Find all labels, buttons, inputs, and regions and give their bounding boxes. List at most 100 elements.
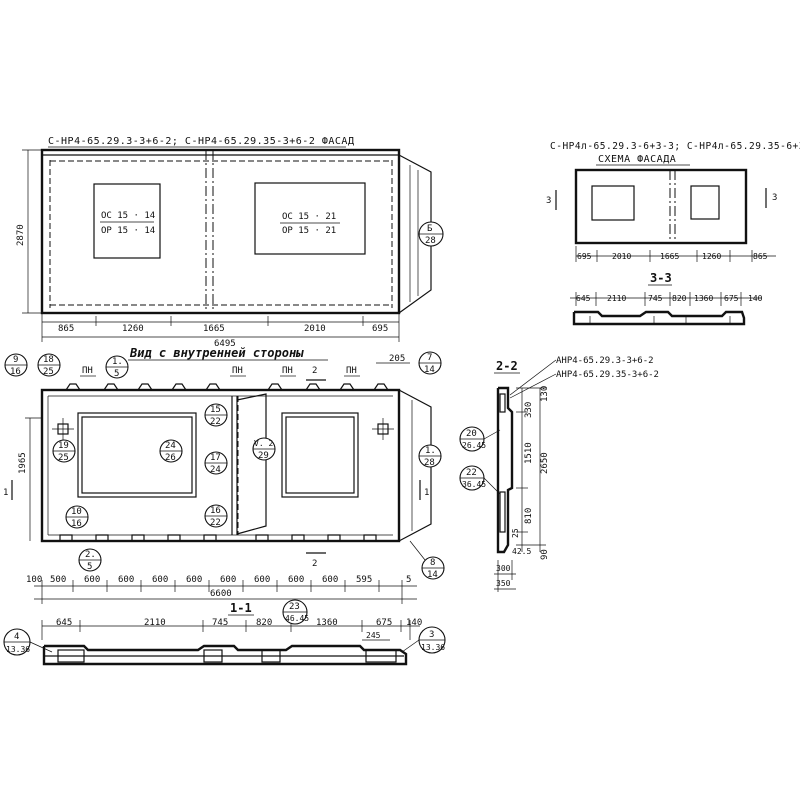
facade-panel-outline: [40, 148, 401, 315]
inner-window-1: [77, 412, 197, 498]
scheme-dim-2: 1665: [660, 252, 679, 261]
facade-dim-4: 695: [372, 324, 388, 334]
svg-text:7: 7: [427, 353, 432, 363]
s33-dim-1: 2110: [607, 294, 626, 303]
inner-pn-3: ПН: [282, 366, 293, 376]
s22-dim-425: 42.5: [512, 547, 531, 556]
inner-cut-2-bot: 2: [312, 559, 317, 569]
facade-window-1-top: ОС 15 · 14: [101, 211, 155, 221]
inner-pn-4: ПН: [346, 366, 357, 376]
inner-cut-1-right: 1: [424, 488, 429, 498]
scheme-window-2: [690, 185, 720, 220]
scheme-window-1: [591, 185, 635, 221]
facade-dim-3: 2010: [304, 324, 326, 334]
s11-end-left: [57, 649, 85, 663]
svg-text:15: 15: [210, 405, 221, 415]
inner-dim-11: 5: [406, 575, 411, 585]
section22-note2: АНР4-65.29.35-3+6-2: [556, 370, 659, 380]
callout-15-22: 15 22: [204, 403, 228, 427]
callout-8-14: 8 14: [421, 556, 445, 580]
callout-v2-29: V. 2 29: [252, 437, 276, 461]
section22-label: 2-2: [496, 359, 518, 373]
svg-text:1.: 1.: [112, 357, 123, 367]
svg-text:14: 14: [427, 570, 438, 580]
inner-pn-1: ПН: [82, 366, 93, 376]
svg-text:13.36: 13.36: [421, 643, 445, 652]
callout-16-22: 16 22: [204, 504, 228, 528]
s33-dim-2: 745: [648, 294, 663, 303]
scheme-cut-right: 3: [772, 193, 777, 203]
svg-text:1.: 1.: [425, 446, 436, 456]
s22-dim-300: 300: [496, 564, 511, 573]
s11-dim-6: 140: [406, 618, 422, 628]
callout-2-5: 2. 5: [78, 548, 102, 572]
callout-23-46-45: 23 46.45: [282, 599, 309, 625]
svg-text:26.45: 26.45: [462, 441, 486, 450]
svg-text:24: 24: [210, 465, 221, 475]
facade-window-1-bot: ОР 15 · 14: [101, 226, 155, 236]
callout-19-25: 19 25: [52, 439, 76, 463]
s33-dim-5: 675: [724, 294, 739, 303]
inner-pn-2: ПН: [232, 366, 243, 376]
section33-label: 3-3: [650, 271, 672, 285]
svg-text:26: 26: [165, 453, 176, 463]
callout-1-5: 1. 5: [105, 355, 129, 379]
inner-dim-ticks: [41, 580, 403, 604]
svg-text:28: 28: [424, 458, 435, 468]
inner-dim-5: 600: [186, 575, 202, 585]
inner-dim-8: 600: [288, 575, 304, 585]
s11-dim-ticks: [41, 620, 411, 640]
facade-window-2: [254, 182, 366, 255]
section-1-1: 1-1 645 2110 745 820 1360 675 140 245: [3, 599, 446, 666]
s22-dim-1510: 1510: [524, 442, 534, 464]
svg-text:22: 22: [210, 518, 221, 528]
inner-dim-6: 600: [220, 575, 236, 585]
svg-text:17: 17: [210, 453, 221, 463]
scheme-dim-0: 695: [577, 252, 592, 261]
scheme-dim-3: 1260: [702, 252, 721, 261]
scheme-subtitle: СХЕМА ФАСАДА: [598, 154, 676, 165]
callout-20-26-45: 20 26.45: [459, 426, 501, 452]
svg-text:10: 10: [71, 507, 82, 517]
facade-dim-1: 1260: [122, 324, 144, 334]
inner-cut-2-top: 2: [312, 366, 317, 376]
facade-height-dim: 2870: [16, 224, 26, 246]
section11-label: 1-1: [230, 601, 252, 615]
s33-dim-3: 820: [672, 294, 687, 303]
s22-dim-350: 350: [496, 579, 511, 588]
inner-dim-2: 600: [84, 575, 100, 585]
s22-dim-2650: 2650: [540, 452, 550, 474]
s22-profile: [496, 386, 514, 554]
svg-text:25: 25: [43, 367, 54, 377]
facade-ref-bot: 28: [425, 236, 436, 246]
s11-dim-3: 820: [256, 618, 272, 628]
svg-text:46.45: 46.45: [285, 614, 309, 623]
callout-18-25: 18 25: [37, 353, 61, 377]
svg-text:3: 3: [429, 630, 434, 640]
facade-window-2-bot: ОР 15 · 21: [282, 226, 336, 236]
inner-dim-1965: 1965: [18, 452, 28, 474]
facade-window-1: [93, 183, 161, 259]
svg-text:14: 14: [424, 365, 435, 375]
inner-panel-outline: [40, 388, 401, 543]
section-2-2: 2-2 АНР4-65.29.3-3+6-2 АНР4-65.29.35-3+6…: [459, 356, 659, 592]
svg-text:V. 2: V. 2: [254, 439, 273, 448]
callout-4-13-36: 4 13.36: [3, 628, 53, 656]
s22-dim-130: 130: [540, 386, 550, 402]
facade-dim-0: 865: [58, 324, 74, 334]
inner-dim-4: 600: [152, 575, 168, 585]
s33-profile: [572, 310, 746, 326]
facade-ref-top: Б: [427, 224, 432, 234]
inner-dim-0: 100: [26, 575, 42, 585]
inner-total-dim: 6600: [210, 589, 232, 599]
inner-top-loops: [65, 383, 389, 391]
inner-view: Вид с внутренней стороны 205 ПН ПН ПН ПН: [3, 346, 445, 604]
s11-dim-4: 1360: [316, 618, 338, 628]
inner-dim-3: 600: [118, 575, 134, 585]
svg-text:16: 16: [71, 519, 82, 529]
svg-text:8: 8: [430, 558, 435, 568]
s11-dim-1: 2110: [144, 618, 166, 628]
callout-17-24: 17 24: [204, 451, 228, 475]
scheme-dim-4: 865: [753, 252, 768, 261]
